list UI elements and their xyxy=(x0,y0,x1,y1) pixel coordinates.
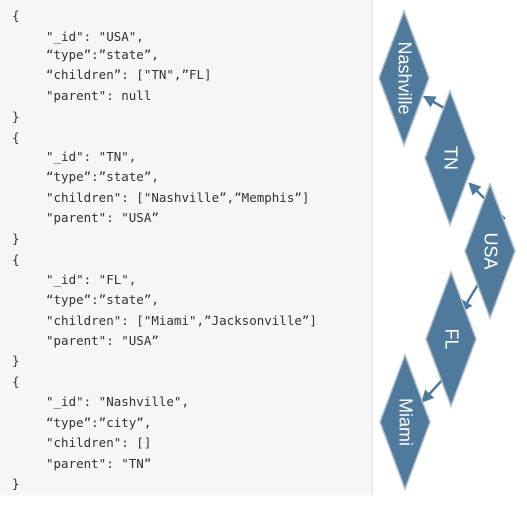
code-line: “children”: ["TN",”FL] xyxy=(46,67,212,82)
code-line: } xyxy=(12,231,20,246)
code-line: } xyxy=(12,353,20,368)
code-line: "parent": "USA” xyxy=(46,210,159,225)
node-usa-shape xyxy=(464,181,516,321)
code-line: “type”:”state”, xyxy=(46,47,159,62)
node-layer xyxy=(378,8,516,492)
code-line: "children": ["Nashville”,”Memphis”] xyxy=(46,190,310,205)
code-line: } xyxy=(12,109,20,124)
node-fl-shape xyxy=(425,269,477,409)
code-line: "children": ["Miami",”Jacksonville”] xyxy=(46,313,317,328)
code-line: { xyxy=(12,374,20,389)
code-line: "parent": "TN” xyxy=(46,456,152,471)
code-line: "_id": "USA", xyxy=(46,29,144,44)
tree-diagram-svg xyxy=(378,8,516,492)
code-line: } xyxy=(12,476,20,491)
code-line: "parent": null xyxy=(46,88,152,103)
node-tn-shape xyxy=(424,88,476,228)
code-line: “type”:”city”, xyxy=(46,415,152,430)
code-line: { xyxy=(12,8,20,23)
code-panel: { "_id": "USA", “type”:”state”, “childre… xyxy=(12,0,373,495)
node-miami-shape xyxy=(379,352,431,492)
code-line: "_id": "Nashville", xyxy=(46,394,189,409)
code-line: "parent": "USA” xyxy=(46,333,159,348)
code-line: "children": [] xyxy=(46,435,152,450)
code-line: { xyxy=(12,252,20,267)
code-line: { xyxy=(12,130,20,145)
code-line: "_id": "TN", xyxy=(46,149,137,164)
code-line: “type”:”state”, xyxy=(46,169,159,184)
code-line: “type”:”state”, xyxy=(46,292,159,307)
code-line: "_id": "FL", xyxy=(46,272,137,287)
node-nashville-shape xyxy=(378,8,430,148)
